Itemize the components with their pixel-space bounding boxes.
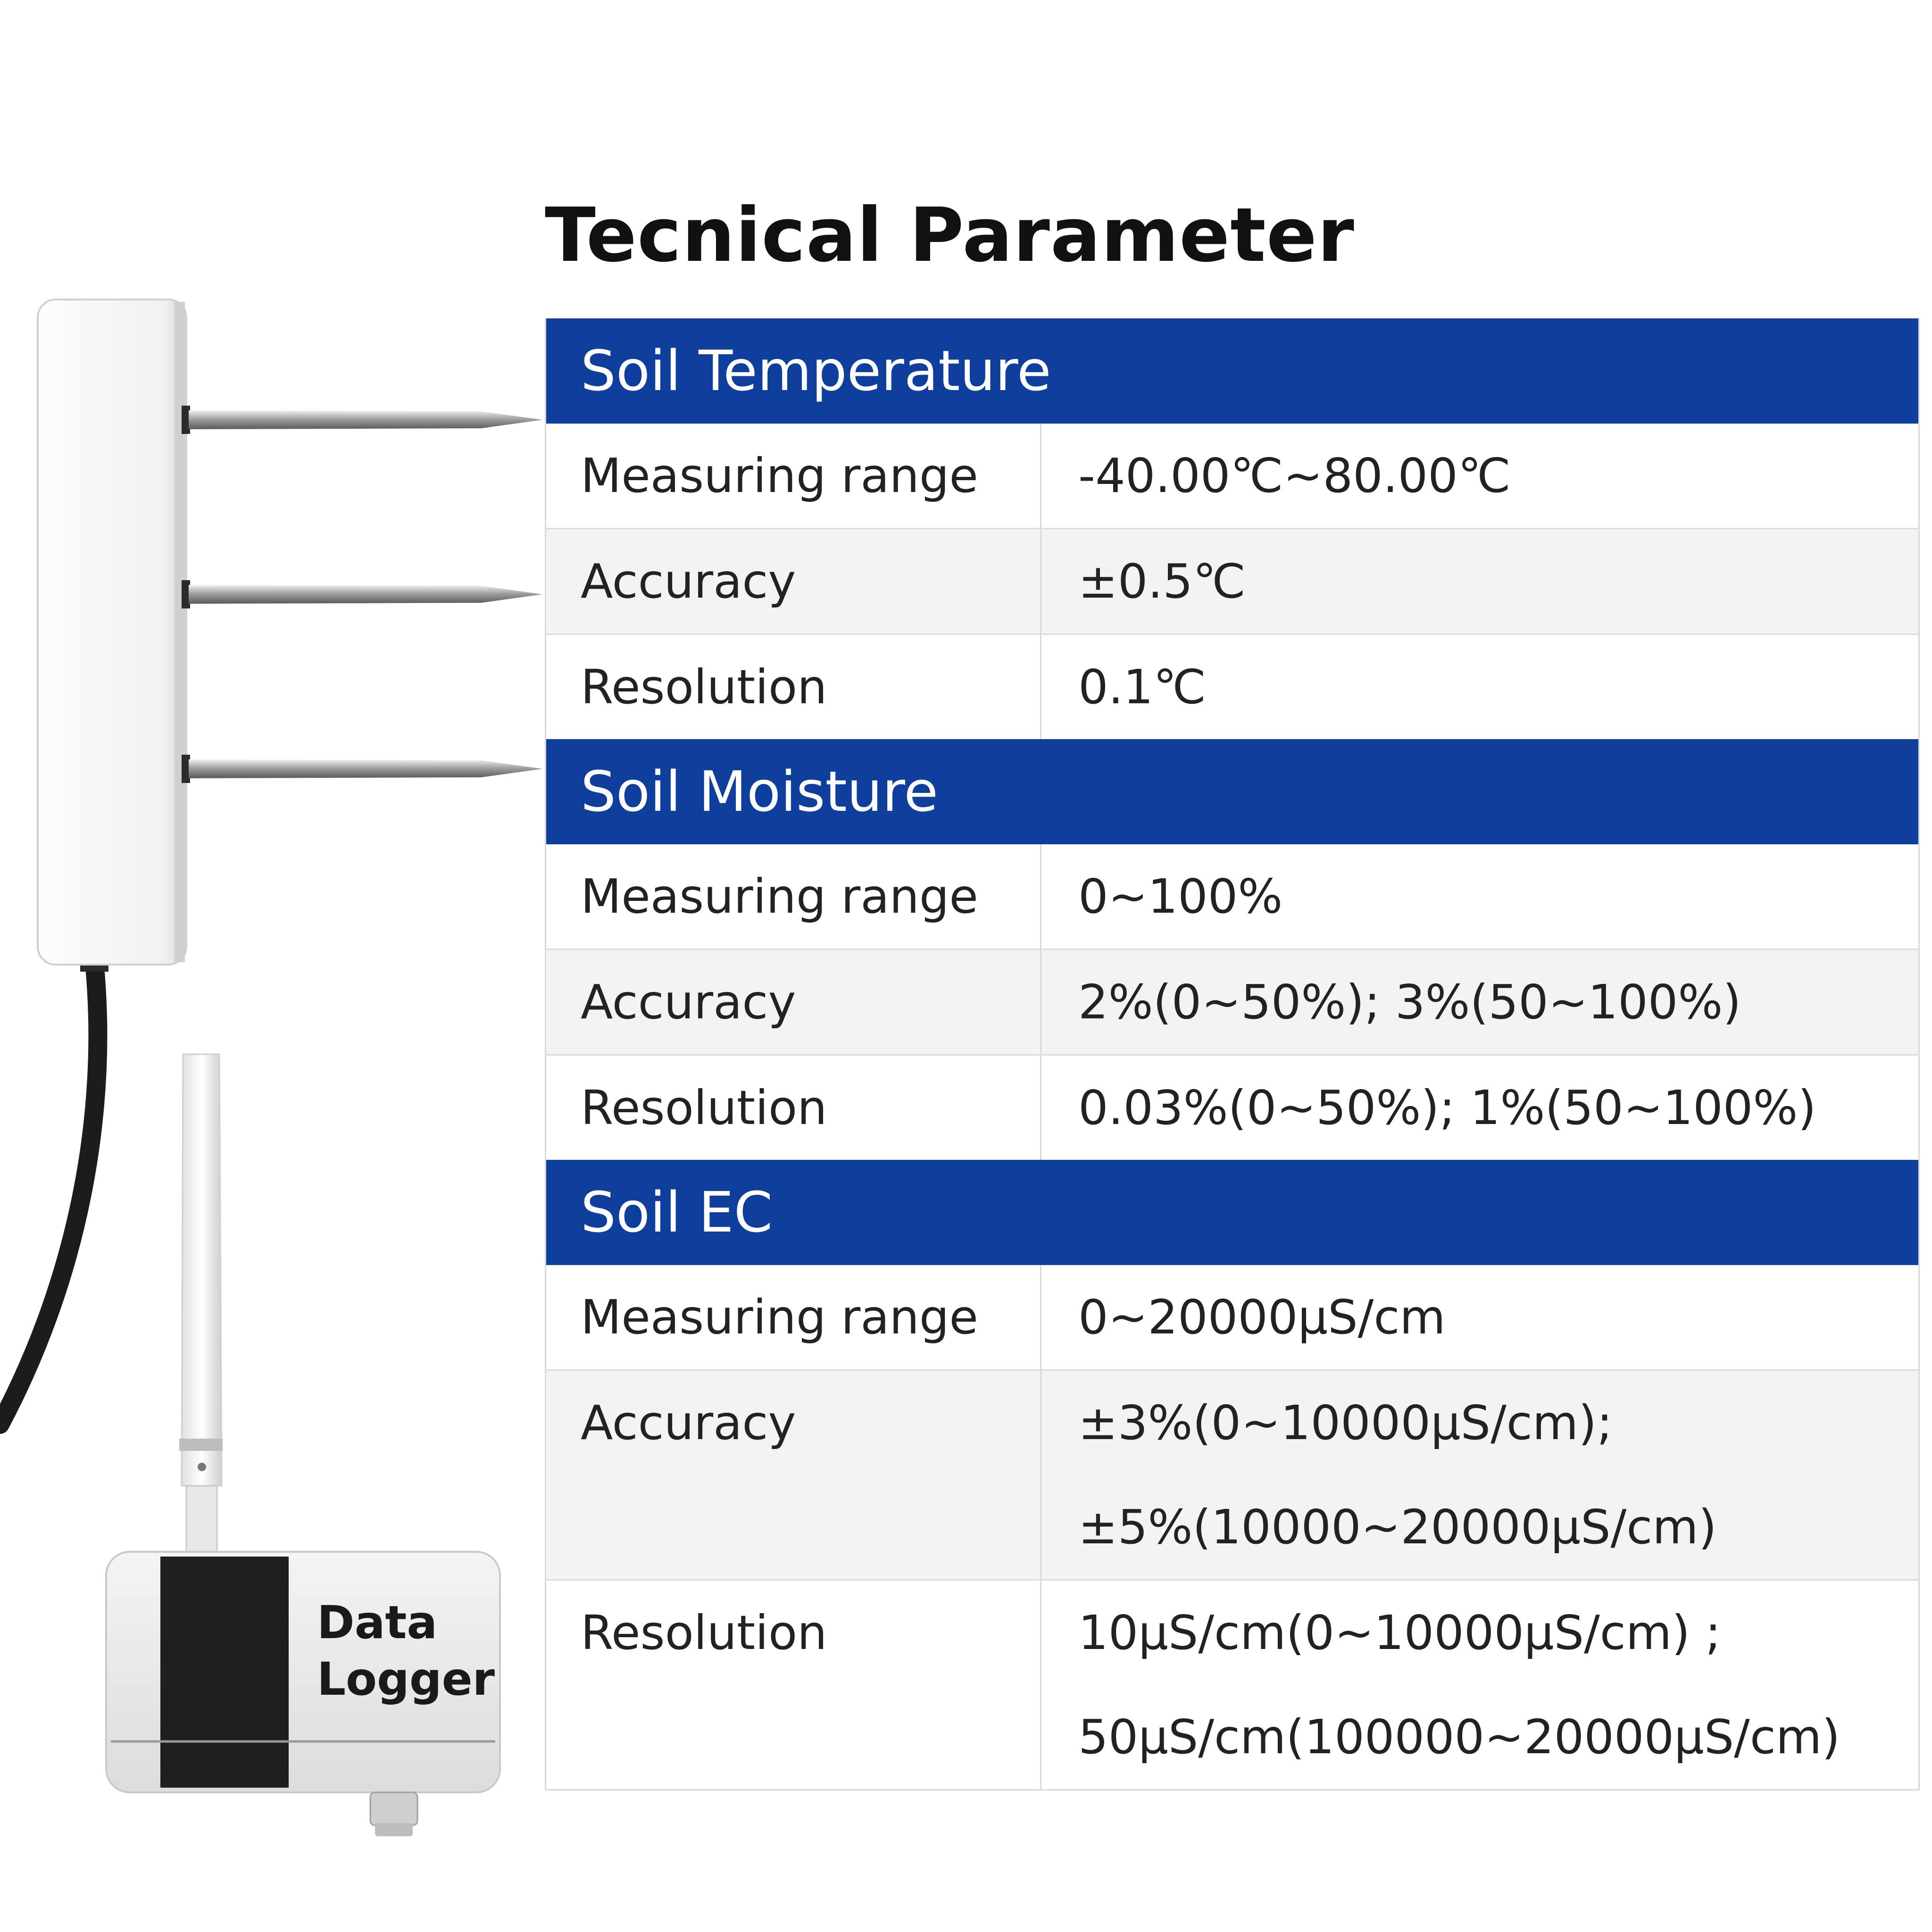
row-value-line: ±0.5℃ — [1078, 554, 1246, 609]
table-row: Resolution 0.1℃ — [546, 633, 1918, 739]
row-label: Measuring range — [546, 844, 1041, 949]
logger-label-line: Logger — [317, 1653, 495, 1706]
section-header-soil-moisture: Soil Moisture — [546, 739, 1918, 844]
row-value-line: 10μS/cm(0~10000μS/cm) ; — [1078, 1605, 1721, 1660]
row-label: Accuracy — [546, 1371, 1041, 1579]
table-row: Measuring range -40.00℃~80.00℃ — [546, 424, 1918, 528]
sensor-body — [37, 299, 187, 966]
sensor-probe — [182, 755, 542, 783]
row-value-line: 50μS/cm(100000~20000μS/cm) — [1078, 1709, 1840, 1765]
table-row: Measuring range 0~100% — [546, 844, 1918, 949]
row-value-line: 0~20000μS/cm — [1078, 1290, 1446, 1345]
row-value-line: ±5%(10000~20000μS/cm) — [1078, 1499, 1717, 1555]
row-label: Resolution — [546, 635, 1041, 739]
row-value-line: 0.1℃ — [1078, 659, 1207, 715]
row-label: Accuracy — [546, 950, 1041, 1054]
row-value: ±3%(0~10000μS/cm); ±5%(10000~20000μS/cm) — [1041, 1371, 1918, 1579]
table-row: Resolution 0.03%(0~50%); 1%(50~100%) — [546, 1054, 1918, 1160]
data-logger-label: Data Logger — [317, 1594, 495, 1707]
row-label: Measuring range — [546, 1265, 1041, 1369]
sensor-cable — [0, 953, 108, 1434]
table-row: Accuracy ±3%(0~10000μS/cm); ±5%(10000~20… — [546, 1369, 1918, 1579]
sensor-probe — [182, 580, 542, 608]
table-row: Measuring range 0~20000μS/cm — [546, 1265, 1918, 1369]
section-header-soil-temperature: Soil Temperature — [546, 318, 1918, 424]
row-value: 10μS/cm(0~10000μS/cm) ; 50μS/cm(100000~2… — [1041, 1581, 1918, 1789]
row-value-line: 0.03%(0~50%); 1%(50~100%) — [1078, 1080, 1816, 1135]
sensor-illustration — [0, 299, 542, 1836]
row-label: Accuracy — [546, 529, 1041, 633]
row-value-line: 0~100% — [1078, 869, 1283, 924]
row-value: -40.00℃~80.00℃ — [1041, 424, 1918, 528]
logger-label-line: Data — [317, 1596, 438, 1649]
row-value: 2%(0~50%); 3%(50~100%) — [1041, 950, 1918, 1054]
spec-table: Soil Temperature Measuring range -40.00℃… — [545, 318, 1920, 1790]
row-value: 0.03%(0~50%); 1%(50~100%) — [1041, 1056, 1918, 1160]
row-value: 0~20000μS/cm — [1041, 1265, 1918, 1369]
table-row: Accuracy ±0.5℃ — [546, 528, 1918, 633]
row-value: ±0.5℃ — [1041, 529, 1918, 633]
page-title: Tecnical Parameter — [545, 192, 1355, 279]
table-row: Resolution 10μS/cm(0~10000μS/cm) ; 50μS/… — [546, 1579, 1918, 1789]
row-label: Measuring range — [546, 424, 1041, 528]
section-header-soil-ec: Soil EC — [546, 1160, 1918, 1265]
data-logger-box — [105, 1551, 501, 1836]
row-label: Resolution — [546, 1581, 1041, 1789]
row-value: 0.1℃ — [1041, 635, 1918, 739]
table-row: Accuracy 2%(0~50%); 3%(50~100%) — [546, 949, 1918, 1054]
row-value-line: -40.00℃~80.00℃ — [1078, 448, 1511, 503]
row-value-line: ±3%(0~10000μS/cm); — [1078, 1395, 1613, 1450]
sensor-probe — [182, 406, 542, 434]
antenna — [179, 1053, 223, 1562]
row-value-line: 2%(0~50%); 3%(50~100%) — [1078, 974, 1741, 1030]
row-label: Resolution — [546, 1056, 1041, 1160]
row-value: 0~100% — [1041, 844, 1918, 949]
